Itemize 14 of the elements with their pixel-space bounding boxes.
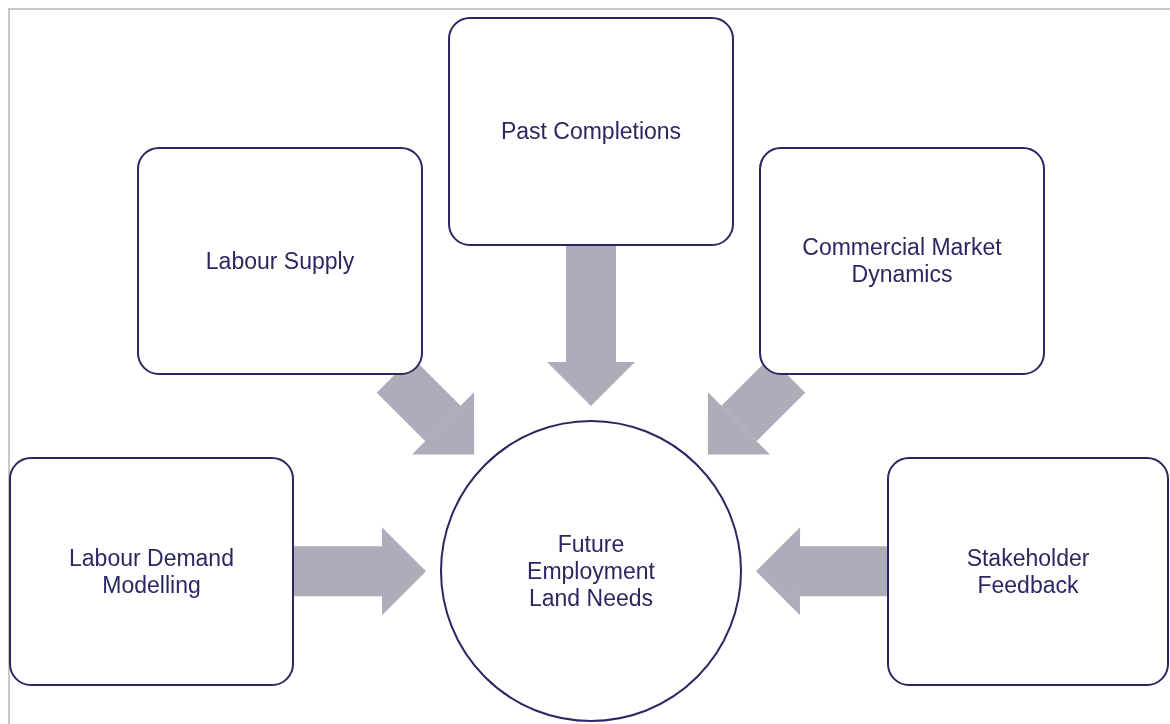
- node-label: Labour Supply: [205, 247, 355, 275]
- node-label: Commercial Market Dynamics: [801, 234, 1003, 288]
- block-arrow: [293, 527, 426, 616]
- process-box: [137, 147, 423, 375]
- process-box: [448, 17, 734, 246]
- process-box: [759, 147, 1045, 375]
- node-label: Labour Demand Modelling: [68, 544, 235, 599]
- block-arrow: [547, 246, 635, 406]
- node-label: Future Employment Land Needs: [526, 530, 656, 612]
- node-label: Stakeholder Feedback: [965, 544, 1091, 599]
- process-box: [9, 457, 294, 686]
- node-label: Past Completions: [500, 118, 682, 145]
- process-box: [887, 457, 1169, 686]
- block-arrow: [756, 527, 887, 616]
